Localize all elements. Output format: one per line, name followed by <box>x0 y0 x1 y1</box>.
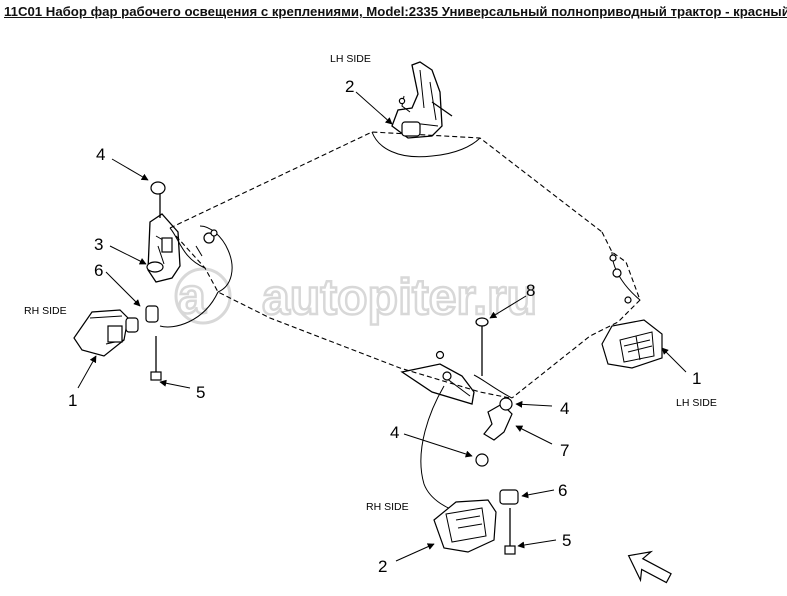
callout-1-right: 1 <box>692 369 701 388</box>
rh-side-label-bottom: RH SIDE <box>366 501 409 513</box>
callout-4-left: 4 <box>96 145 105 164</box>
watermark-a-glyph: a <box>178 268 207 324</box>
watermark-text: autopiter.ru <box>262 269 537 325</box>
rh-side-label-left: RH SIDE <box>24 305 67 317</box>
callout-2-top: 2 <box>345 77 354 96</box>
rh-left-lamp <box>73 305 162 381</box>
callout-1-left: 1 <box>68 391 77 410</box>
leader-lines <box>77 91 687 562</box>
callout-6-bottom: 6 <box>558 481 567 500</box>
callout-3-left: 3 <box>94 235 103 254</box>
page-title: 11C01 Набор фар рабочего освещения с кре… <box>4 4 787 19</box>
callout-2-bottom: 2 <box>378 557 387 576</box>
lh-side-label-top: LH SIDE <box>330 53 371 65</box>
callout-7: 7 <box>560 441 569 460</box>
center-rear-bracket <box>400 317 513 515</box>
callout-4-mid: 4 <box>560 399 569 418</box>
watermark: a autopiter.ru <box>174 267 538 326</box>
rh-bottom-lamp <box>433 489 519 555</box>
cab-roof-outline <box>169 131 641 399</box>
callout-6-left: 6 <box>94 261 103 280</box>
front-direction-arrow-icon <box>627 550 672 584</box>
callout-4-low: 4 <box>390 423 399 442</box>
lh-right-lamp <box>601 254 663 369</box>
lh-side-label-right: LH SIDE <box>676 397 717 409</box>
callout-8: 8 <box>526 281 535 300</box>
rh-left-bracket <box>146 181 219 328</box>
callout-5-left: 5 <box>196 383 205 402</box>
lh-top-bracket <box>391 61 453 139</box>
callout-5-bottom: 5 <box>562 531 571 550</box>
